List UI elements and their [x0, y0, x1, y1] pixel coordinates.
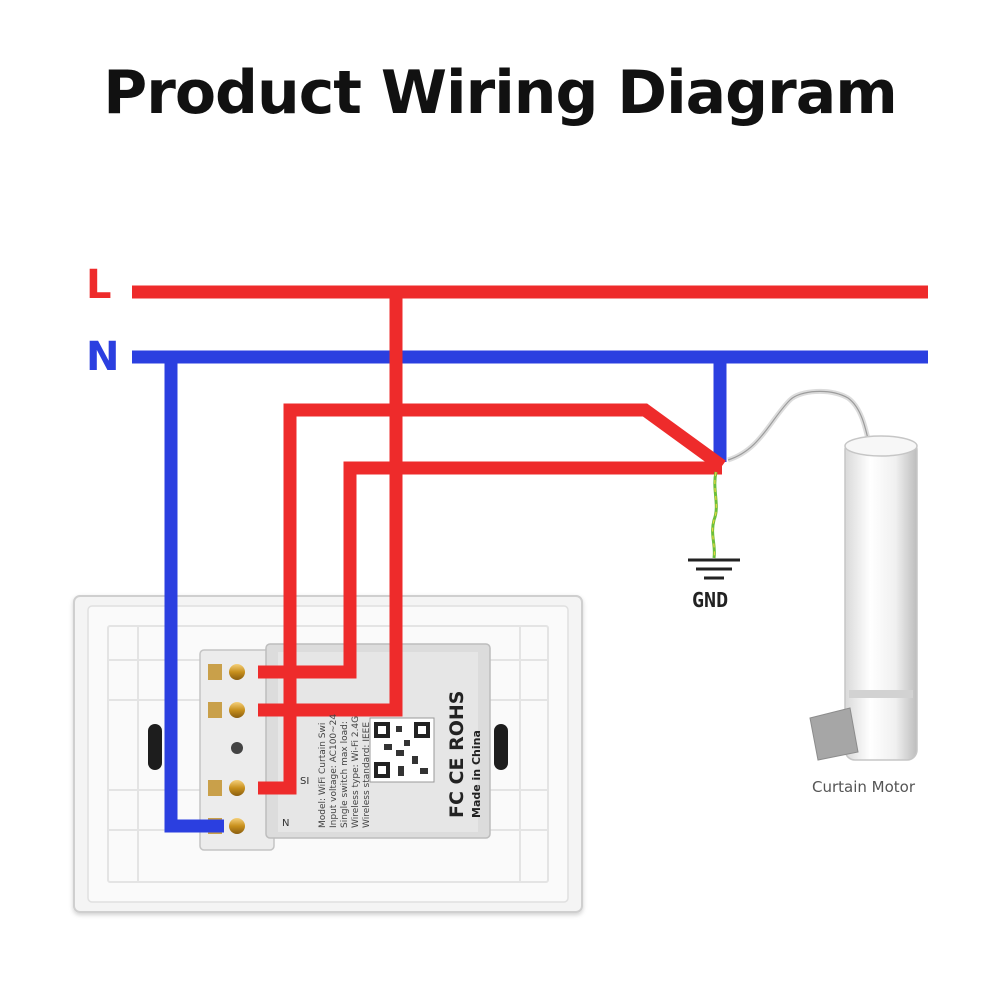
terminal-clip-1: [208, 664, 222, 680]
screw-terminal-n: [229, 818, 245, 834]
mount-slot-left: [148, 724, 162, 770]
sticker-line: Input voltage: AC100~24: [329, 713, 339, 828]
module-sticker-text: Model: WiFi Curtain Swi Input voltage: A…: [318, 618, 388, 828]
motor-cap: [844, 435, 918, 457]
terminal-label-s1: SI: [300, 776, 310, 787]
screw-terminal-2: [229, 702, 245, 718]
wires: [132, 285, 928, 833]
neutral-line-label: N: [86, 334, 120, 380]
output-to-motor: [258, 461, 722, 679]
motor-cable-edge: [727, 390, 871, 461]
s1-to-motor: [258, 403, 726, 795]
screw-terminal-s1: [229, 780, 245, 796]
wall-switch: [73, 595, 583, 913]
certification-text: FC CE ROHS: [446, 690, 468, 818]
terminal-clip-2: [208, 702, 222, 718]
page-title: Product Wiring Diagram: [103, 58, 897, 128]
terminal-label-n: N: [282, 818, 290, 829]
ground-label: GND: [692, 588, 729, 612]
qr-code: [369, 717, 435, 783]
sticker-line: Wireless standard: IEEE: [362, 721, 372, 828]
neutral-to-switch: [164, 357, 224, 833]
terminal-clip-s1: [208, 780, 222, 796]
live-line-label: L: [86, 262, 112, 308]
motor-label: Curtain Motor: [812, 778, 916, 796]
sticker-line: Model: WiFi Curtain Swi: [318, 722, 328, 828]
screw-terminal-1: [229, 664, 245, 680]
motor-bracket: [809, 707, 859, 761]
curtain-motor: [727, 388, 918, 761]
live-to-switch: [258, 292, 403, 717]
screw-terminal-unused: [231, 742, 243, 754]
ground-wire-stripe: [711, 471, 717, 559]
made-in-text: Made in China: [470, 730, 483, 818]
mount-slot-right: [494, 724, 508, 770]
motor-body: [844, 439, 918, 761]
ground-symbol: [688, 471, 740, 580]
sticker-line: Wireless type: Wi-Fi 2.4G: [351, 715, 361, 828]
sticker-line: Single switch max load:: [340, 721, 350, 828]
certification-marks: FC CE ROHS Made in China: [446, 658, 490, 818]
motor-band: [849, 690, 913, 698]
